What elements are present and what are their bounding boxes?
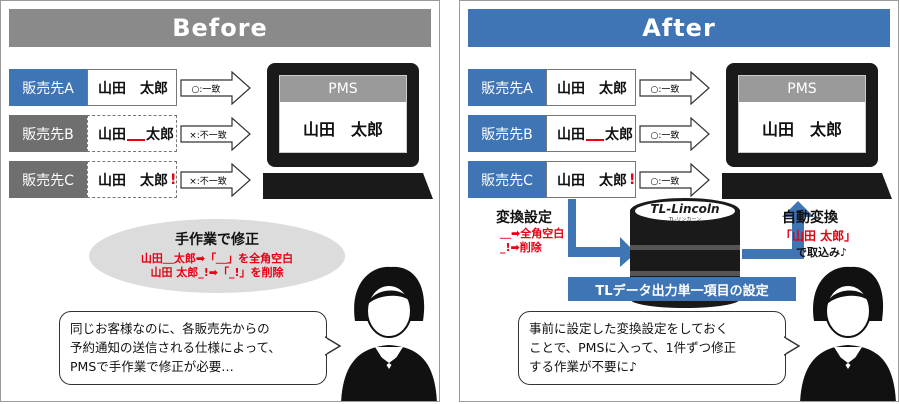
seller-label: 販売先C — [468, 161, 546, 198]
manual-fix-ellipse: 手作業で修正 山田＿太郎➡「＿」を全角空白 山田 太郎_!➡「_!」を削除 — [89, 219, 345, 293]
pms-screen: PMS 山田 太郎 — [279, 75, 407, 153]
speech-line: ことで、PMSに入って、1件ずつ修正 — [529, 340, 737, 355]
before-row-b: 販売先B 山田太郎 — [9, 115, 177, 152]
convert-rule-2: _!➡削除 — [500, 241, 542, 254]
guest-name: 山田太郎 — [546, 115, 636, 152]
pms-screen: PMS 山田 太郎 — [738, 75, 866, 153]
pms-guest-name: 山田 太郎 — [761, 120, 842, 139]
after-panel: After 販売先A 山田 太郎 販売先B 山田太郎 販売先C 山田 太郎! ○… — [459, 0, 899, 402]
match-result: ○:一致 — [651, 129, 680, 141]
seller-label: 販売先A — [9, 69, 87, 106]
pms-guest-name: 山田 太郎 — [302, 120, 383, 139]
staff-person-icon — [800, 266, 896, 401]
flow-out-arrow-icon — [742, 201, 814, 259]
seller-label: 販売先C — [9, 161, 87, 198]
auto-convert-suffix: で取込み♪ — [796, 246, 848, 259]
convert-title: 変換設定 — [496, 210, 552, 226]
manual-fix-rule-1: 山田＿太郎➡「＿」を全角空白 — [140, 252, 294, 265]
tl-lincoln-logo: TL-Lincoln — [650, 202, 719, 216]
seller-label: 販売先B — [9, 115, 87, 152]
speech-line: 事前に設定した変換設定をしておく — [529, 321, 729, 336]
guest-name: 山田 太郎! — [87, 161, 177, 198]
after-row-b: 販売先B 山田太郎 — [468, 115, 636, 152]
seller-label: 販売先B — [468, 115, 546, 152]
speech-bubble: 事前に設定した変換設定をしておく ことで、PMSに入って、1件ずつ修正 する作業… — [518, 311, 786, 385]
after-header: After — [468, 9, 890, 47]
auto-convert-value: 「山田 太郎」 — [780, 229, 857, 243]
mismatch-result: ×:不一致 — [189, 175, 227, 187]
pms-label: PMS — [739, 76, 865, 102]
match-result: ○:一致 — [651, 175, 680, 187]
match-arrow: ○:一致 — [639, 71, 710, 105]
convert-rule-1: ＿➡全角空白 — [500, 227, 565, 240]
match-result: ○:一致 — [651, 83, 680, 95]
underscore-mark — [127, 127, 145, 141]
mismatch-result: ×:不一致 — [189, 129, 227, 141]
seller-label: 販売先A — [468, 69, 546, 106]
speech-bubble: 同じお客様なのに、各販売先からの 予約通知の送信される仕様によって、 PMSで手… — [59, 311, 327, 385]
after-row-a: 販売先A 山田 太郎 — [468, 69, 636, 106]
underscore-mark — [586, 127, 604, 141]
guest-name: 山田 太郎 — [87, 69, 177, 106]
staff-person-icon — [341, 266, 437, 401]
bubble-tail — [325, 336, 341, 356]
match-arrow: ○:一致 — [180, 71, 251, 105]
speech-line: 予約通知の送信される仕様によって、 — [70, 340, 281, 355]
flow-in-arrow-icon — [568, 199, 636, 267]
before-header: Before — [9, 9, 431, 47]
match-arrow: ○:一致 — [639, 163, 710, 197]
guest-name: 山田 太郎 — [546, 69, 636, 106]
match-arrow: ○:一致 — [639, 117, 710, 151]
manual-fix-title: 手作業で修正 — [175, 232, 259, 248]
mismatch-arrow: ×:不一致 — [180, 163, 251, 197]
before-row-c: 販売先C 山田 太郎! — [9, 161, 177, 198]
after-row-c: 販売先C 山田 太郎! — [468, 161, 636, 198]
bubble-tail — [784, 336, 800, 356]
speech-line: PMSで手作業で修正が必要… — [70, 359, 234, 374]
mismatch-arrow: ×:不一致 — [180, 117, 251, 151]
pms-label: PMS — [280, 76, 406, 102]
auto-convert-title: 自動変換 — [782, 210, 838, 226]
guest-name: 山田 太郎! — [546, 161, 636, 198]
manual-fix-rule-2: 山田 太郎_!➡「_!」を削除 — [150, 266, 284, 279]
speech-line: する作業が不要に♪ — [529, 359, 637, 374]
speech-line: 同じお客様なのに、各販売先からの — [70, 321, 270, 336]
pms-monitor: PMS 山田 太郎 — [722, 63, 892, 201]
pms-monitor: PMS 山田 太郎 — [263, 63, 433, 201]
guest-name: 山田太郎 — [87, 115, 177, 152]
before-row-a: 販売先A 山田 太郎 — [9, 69, 177, 106]
before-panel: Before 販売先A 山田 太郎 販売先B 山田太郎 販売先C 山田 太郎! … — [0, 0, 440, 402]
setting-label-bar: TLデータ出力単一項目の設定 — [568, 277, 796, 301]
tl-lincoln-sub: TL-リンカーン — [668, 217, 701, 223]
match-result: ○:一致 — [192, 83, 221, 95]
